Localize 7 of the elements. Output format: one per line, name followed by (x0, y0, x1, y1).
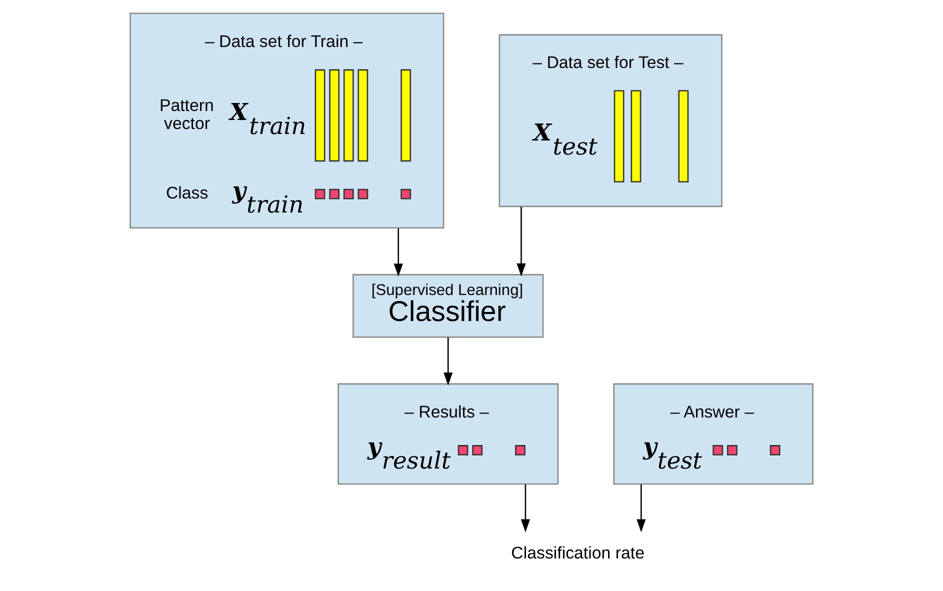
arrow (636, 484, 646, 532)
node-box: [Supervised Learning] Classifier (352, 274, 544, 338)
arrow (444, 337, 453, 386)
arrow (516, 206, 526, 276)
node-text: Classification rate (511, 544, 644, 563)
arrow (394, 228, 403, 277)
arrow (520, 484, 530, 532)
